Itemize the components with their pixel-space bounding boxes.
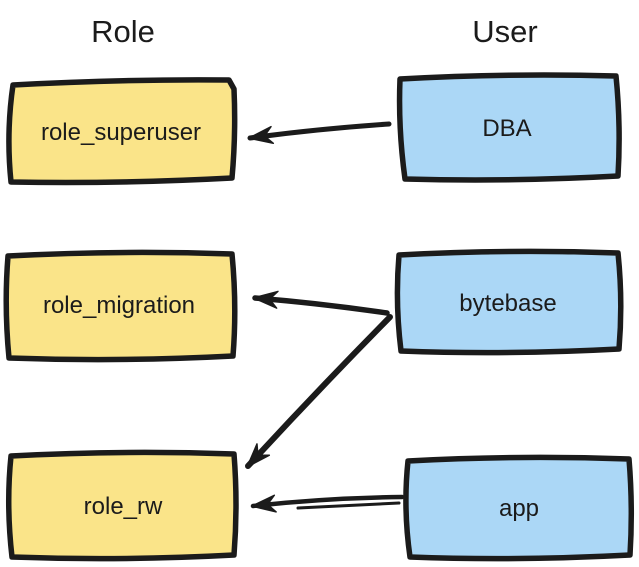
role-node-role-rw-label: role_rw bbox=[84, 493, 163, 520]
role-node-role-migration: role_migration bbox=[3, 249, 238, 363]
edges bbox=[245, 121, 405, 513]
user-node-app-box bbox=[403, 454, 635, 562]
role-node-role-superuser: role_superuser bbox=[6, 77, 238, 186]
user-node-bytebase: bytebase bbox=[394, 248, 624, 356]
role-node-role-superuser-label: role_superuser bbox=[41, 119, 201, 146]
role-node-role-migration-box bbox=[3, 249, 238, 363]
user-node-dba-box bbox=[396, 72, 622, 183]
user-node-bytebase-box bbox=[394, 248, 624, 356]
user-node-dba-label: DBA bbox=[482, 115, 531, 142]
edge-app-to-role-rw-sketch-stroke bbox=[296, 501, 401, 510]
role-node-role-migration-label: role_migration bbox=[43, 292, 195, 319]
user-node-app-label: app bbox=[499, 495, 539, 522]
role-node-role-rw: role_rw bbox=[5, 449, 239, 562]
edge-bytebase-to-role-migration bbox=[252, 290, 390, 316]
role-node-role-rw-box bbox=[5, 449, 239, 562]
user-column-heading: User bbox=[472, 14, 537, 49]
role-node-role-superuser-box bbox=[6, 77, 238, 186]
user-node-app: app bbox=[403, 454, 635, 562]
user-node-dba: DBA bbox=[396, 72, 622, 183]
edge-dba-to-role-superuser bbox=[247, 121, 392, 144]
user-node-bytebase-label: bytebase bbox=[459, 290, 556, 317]
edge-bytebase-to-role-rw bbox=[245, 314, 393, 469]
edge-app-to-role-rw bbox=[250, 494, 405, 513]
role-column-heading: Role bbox=[91, 14, 155, 49]
